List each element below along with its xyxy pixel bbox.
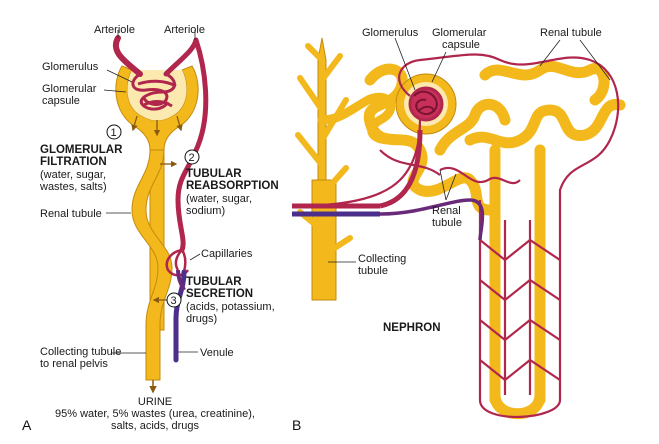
step3-number: 3 [171,295,177,307]
glomerulus-tuft-b [408,86,444,122]
step1-title-1: GLOMERULAR [40,144,123,156]
panel-letter-b: B [292,417,301,433]
step3-title-2: SECRETION [186,288,253,300]
label-collecting-tubule-b-2: tubule [358,265,388,277]
label-arteriole-right: Arteriole [164,24,205,36]
label-nephron: NEPHRON [383,322,441,334]
label-collecting-tubule-a-1: Collecting tubule [40,346,121,358]
label-urine-line1: 95% water, 5% wastes (urea, creatinine), [55,408,255,420]
label-glomerular-capsule-b-1: Glomerular [432,27,487,39]
step1-title-2: FILTRATION [40,156,107,168]
label-glomerular-capsule-b-2: capsule [442,39,480,51]
label-renal-tubule-b-mid-1: Renal [432,205,461,217]
panel-b-figure [291,37,626,420]
glomerulus-tuft-a [131,72,177,111]
label-collecting-tubule-a-2: to renal pelvis [40,358,108,370]
step2-title-2: REABSORPTION [186,180,279,192]
label-glomerulus-a: Glomerulus [42,61,99,73]
label-glomerulus-b: Glomerulus [362,27,419,39]
step3-circle [166,292,182,308]
label-collecting-tubule-b-1: Collecting [358,253,406,265]
label-renal-tubule-a: Renal tubule [40,208,102,220]
panel-letter-a: A [22,417,32,433]
step1-circle [106,124,122,140]
step3-desc-1: (acids, potassium, [186,301,275,313]
renal-tubule-a [131,149,173,381]
step2-desc-1: (water, sugar, [186,193,252,205]
label-glomerular-capsule-a-2: capsule [42,95,80,107]
label-urine-line2: salts, acids, drugs [111,420,200,432]
label-renal-tubule-b-top: Renal tubule [540,27,602,39]
step1-number: 1 [111,127,117,139]
label-glomerular-capsule-a-1: Glomerular [42,83,97,95]
step2-title-1: TUBULAR [186,168,242,180]
loop-of-henle [489,200,546,420]
label-renal-tubule-b-mid-2: tubule [432,217,462,229]
step2-desc-2: sodium) [186,205,225,217]
step2-circle [184,149,200,165]
step3-desc-2: drugs) [186,313,217,325]
step1-desc-2: wastes, salts) [39,181,107,193]
label-venule: Venule [200,347,234,359]
panel-a-figure [103,30,209,394]
label-arteriole-left: Arteriole [94,24,135,36]
step1-desc-1: (water, sugar, [40,169,106,181]
step3-title-1: TUBULAR [186,276,242,288]
afferent-arteriole [113,35,143,77]
filtration-arrows [131,115,183,137]
label-capillaries: Capillaries [201,248,253,260]
label-urine-title: URINE [138,396,172,408]
step2-number: 2 [189,152,195,164]
